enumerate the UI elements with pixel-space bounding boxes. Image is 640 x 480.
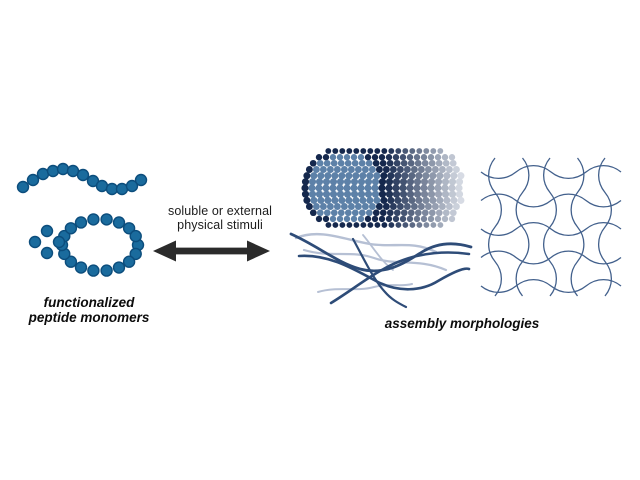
double-headed-arrow-icon: [153, 240, 270, 262]
monomers-label-line1: functionalized: [43, 295, 135, 310]
peptide-ring-illustration: [28, 213, 145, 277]
peptide-chain-illustration: [16, 162, 148, 196]
stimuli-caption-line2: physical stimuli: [177, 218, 263, 232]
monomers-label-line2: peptide monomers: [28, 310, 150, 325]
nanotube-illustration: [301, 148, 465, 228]
stimuli-caption: soluble or external physical stimuli: [140, 204, 300, 232]
fiber-bundle-illustration: [289, 232, 473, 309]
assemblies-label: assembly morphologies: [384, 316, 540, 331]
network-mesh-illustration: [480, 157, 622, 297]
monomers-label: functionalized peptide monomers: [8, 295, 170, 325]
stimuli-caption-line1: soluble or external: [167, 204, 273, 218]
